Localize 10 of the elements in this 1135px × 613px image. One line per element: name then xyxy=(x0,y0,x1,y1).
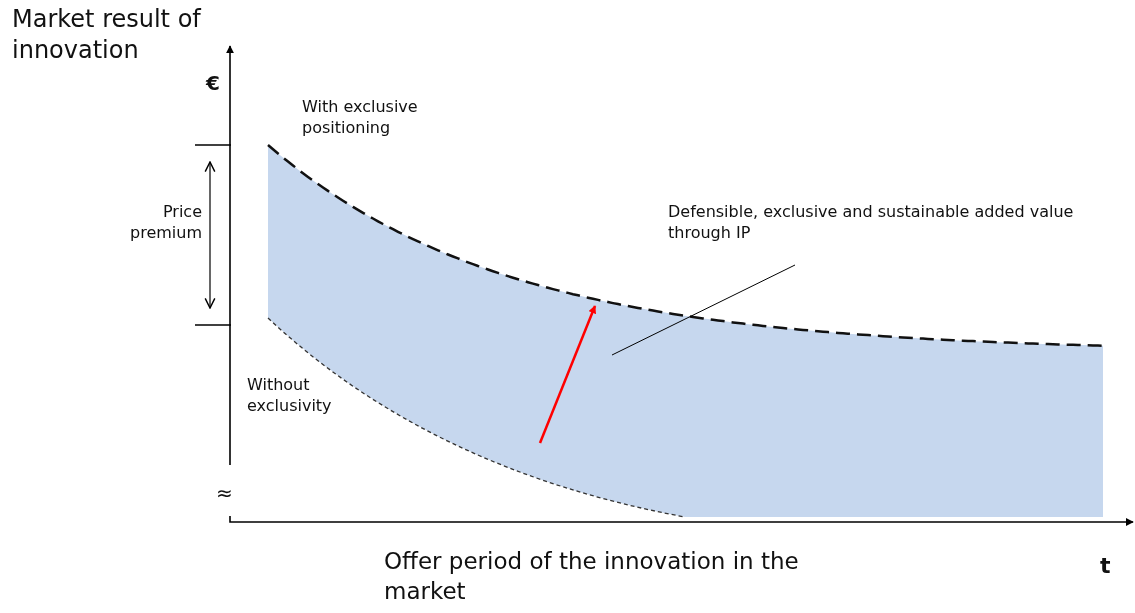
annotation-text: Defensible, exclusive and sustainable added value through IP xyxy=(668,202,1075,244)
axis-label: t xyxy=(1100,552,1112,580)
leader-line xyxy=(611,264,796,356)
dimension-label: Price premium xyxy=(129,202,202,244)
unit-label: € xyxy=(206,70,221,96)
axis-title: Offer period of the innovation in the market xyxy=(384,547,800,606)
curve-label: Without exclusivity xyxy=(247,375,333,417)
curve-label: With exclusive positioning xyxy=(302,97,419,139)
axis-title: Market result of innovation xyxy=(12,4,203,67)
axis-break-symbol: ≈ xyxy=(216,480,234,506)
